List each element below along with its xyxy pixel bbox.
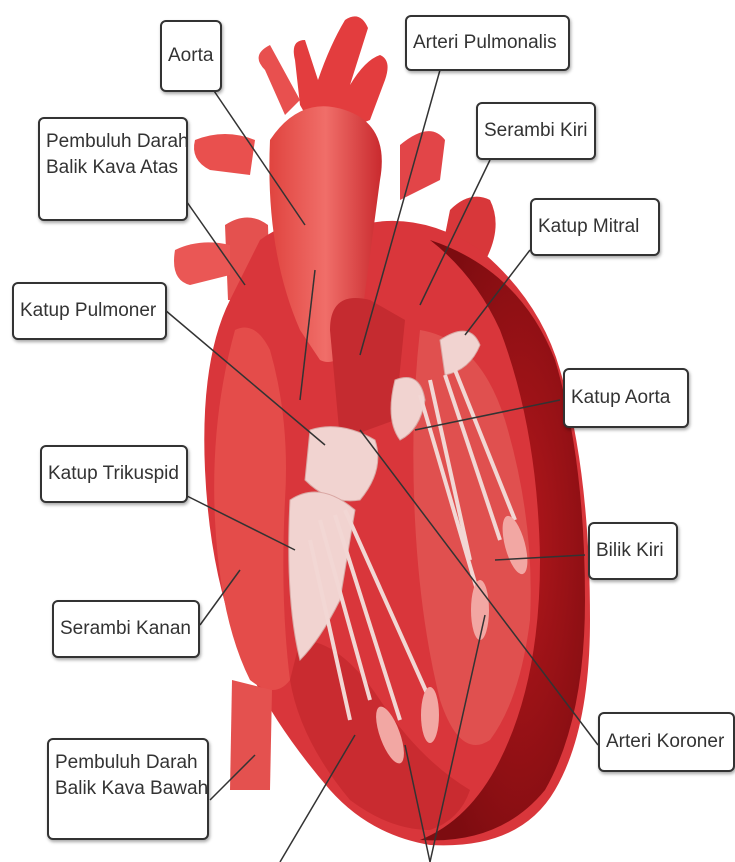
label-serambi-kanan: Serambi Kanan bbox=[52, 600, 200, 658]
pulmonary-veins-right bbox=[174, 242, 230, 285]
label-katup-trikuspid: Katup Trikuspid bbox=[40, 445, 188, 503]
label-pembuluh-darah-balik-kava-bawah: Pembuluh Darah Balik Kava Bawah bbox=[47, 738, 209, 840]
label-serambi-kiri: Serambi Kiri bbox=[476, 102, 596, 160]
label-katup-aorta: Katup Aorta bbox=[563, 368, 689, 428]
label-arteri-pulmonalis: Arteri Pulmonalis bbox=[405, 15, 570, 71]
label-bilik-kiri: Bilik Kiri bbox=[588, 522, 678, 580]
label-aorta: Aorta bbox=[160, 20, 222, 92]
label-arteri-koroner: Arteri Koroner bbox=[598, 712, 735, 772]
label-katup-mitral: Katup Mitral bbox=[530, 198, 660, 256]
label-pembuluh-darah-balik-kava-atas: Pembuluh Darah Balik Kava Atas bbox=[38, 117, 188, 221]
right-vessels-upper bbox=[194, 134, 255, 175]
label-katup-pulmoner: Katup Pulmoner bbox=[12, 282, 167, 340]
